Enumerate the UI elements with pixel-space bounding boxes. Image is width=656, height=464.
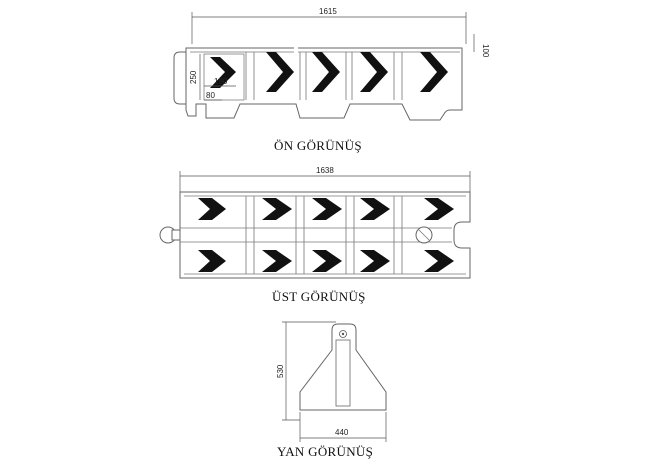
top-barrier-body	[179, 191, 471, 279]
front-panel-sep-1	[245, 52, 255, 100]
side-view: 530 440 YAN GÖRÜNÜŞ	[276, 321, 387, 459]
top-chevron-upper-2	[262, 198, 292, 220]
top-chevron-upper-1	[198, 198, 226, 220]
side-bolt-center	[341, 332, 345, 336]
top-chevron-lower-1	[198, 250, 226, 272]
top-chevron-upper-4	[360, 198, 390, 220]
front-chevron-4	[360, 52, 388, 92]
front-view-caption: ÖN GÖRÜNÜŞ	[274, 138, 362, 153]
front-panel-sep-3	[345, 52, 353, 100]
top-bolt-slot	[418, 229, 430, 241]
top-chevron-upper-5	[424, 198, 454, 220]
front-view: 1615 100 250 180 80 ÖN GÖRÜNÜŞ	[173, 7, 490, 153]
front-chevron-1	[210, 57, 236, 88]
top-panel-sep-3	[345, 196, 355, 274]
front-length-label: 1615	[319, 7, 337, 16]
front-chevron-2	[266, 52, 294, 92]
top-view: 1638 ÜST GÖRÜNÜŞ	[159, 166, 471, 304]
top-chevron-lower-3	[312, 250, 342, 272]
front-180-label: 180	[214, 77, 228, 86]
side-width-label: 440	[335, 428, 349, 437]
top-panel-sep-2	[295, 196, 305, 274]
front-left-knob	[173, 51, 189, 105]
top-chevron-lower-4	[360, 250, 390, 272]
front-chevron-3	[312, 52, 340, 92]
side-center-post	[335, 339, 351, 407]
top-chevron-lower-5	[424, 250, 454, 272]
front-80-label: 80	[206, 91, 215, 100]
front-detail-box	[203, 53, 245, 101]
front-height-label: 100	[481, 44, 490, 58]
front-250-label: 250	[189, 70, 198, 84]
top-chevron-lower-2	[262, 250, 292, 272]
top-panel-sep-1	[245, 196, 255, 274]
side-view-caption: YAN GÖRÜNÜŞ	[277, 444, 373, 459]
top-panel-sep-4	[393, 196, 403, 274]
front-chevron-5	[420, 52, 448, 92]
top-length-label: 1638	[316, 166, 334, 175]
side-height-label: 530	[276, 364, 285, 378]
front-panel-sep-4	[393, 52, 403, 100]
front-panel-sep-2	[299, 52, 307, 100]
top-view-caption: ÜST GÖRÜNÜŞ	[272, 289, 366, 304]
top-chevron-upper-3	[312, 198, 342, 220]
